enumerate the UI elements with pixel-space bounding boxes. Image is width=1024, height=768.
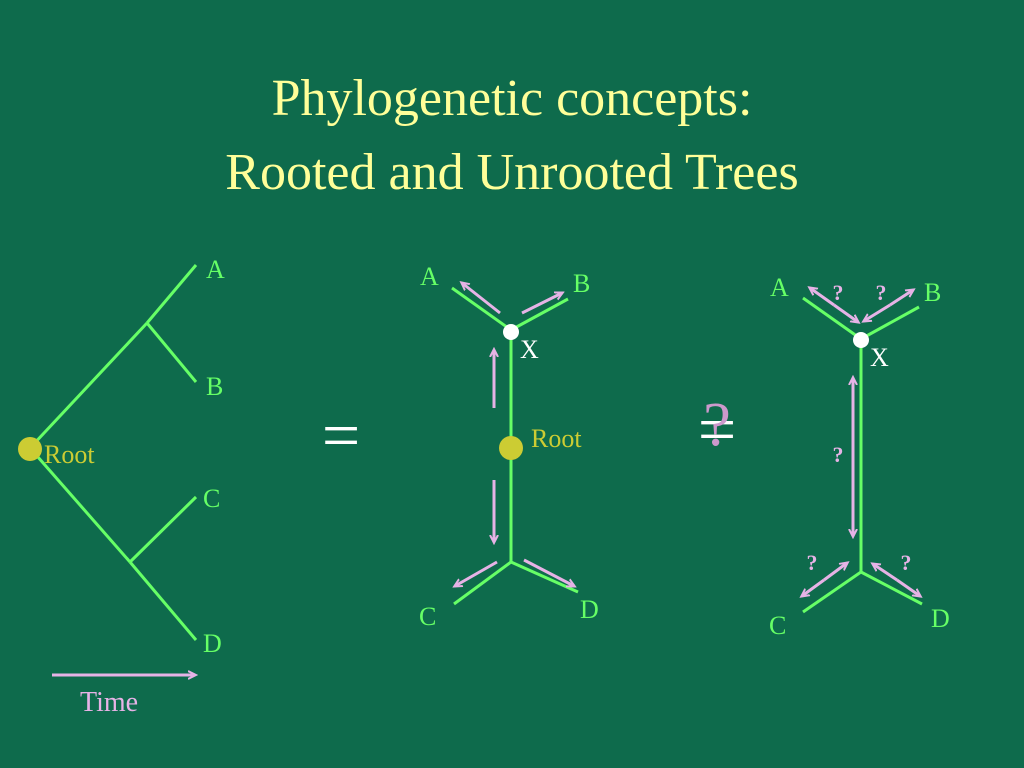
- middle-arrows: [455, 283, 574, 586]
- root-label: Root: [44, 440, 95, 469]
- not-equal-symbol: =: [698, 391, 736, 467]
- ur-node-x-label: X: [870, 343, 889, 372]
- node-x-dot: [503, 324, 519, 340]
- title-line-1: Phylogenetic concepts:: [271, 70, 753, 127]
- q-c: ?: [807, 550, 818, 575]
- ur-leaf-c: C: [769, 611, 786, 640]
- time-label: Time: [80, 687, 138, 718]
- leaf-d-label: D: [203, 629, 222, 658]
- mid-root-label: Root: [531, 424, 582, 453]
- mid-leaf-d: D: [580, 595, 599, 624]
- ur-leaf-b: B: [924, 278, 941, 307]
- q-a: ?: [833, 280, 844, 305]
- q-d: ?: [901, 550, 912, 575]
- leaf-b-label: B: [206, 372, 223, 401]
- mid-node-x-label: X: [520, 335, 539, 364]
- branch-to-d: [128, 561, 198, 641]
- branch-root-ab: [28, 321, 149, 450]
- ur-leaf-d: D: [931, 604, 950, 633]
- midpoint-root-dot: [499, 436, 523, 460]
- mid-leaf-c: C: [419, 602, 436, 631]
- ur-leaf-a: A: [770, 273, 789, 302]
- branch-to-b: [145, 322, 198, 383]
- title-line-2: Rooted and Unrooted Trees: [225, 144, 799, 201]
- unknown-markers: ? ? ? ? ?: [807, 280, 912, 575]
- q-internal: ?: [833, 442, 844, 467]
- slide-title: Phylogenetic concepts: Rooted and Unroot…: [0, 62, 1024, 210]
- q-b: ?: [876, 280, 887, 305]
- mid-leaf-b: B: [573, 269, 590, 298]
- branch-to-c: [128, 495, 198, 564]
- mid-leaf-a: A: [420, 262, 439, 291]
- leaf-c-label: C: [203, 484, 220, 513]
- unrooted-arrows: [802, 288, 920, 596]
- branch-to-a: [145, 264, 198, 324]
- unrooted-tree: [802, 296, 923, 614]
- root-dot: [18, 437, 42, 461]
- equals-symbol: =: [322, 397, 360, 473]
- unrooted-node-x-dot: [853, 332, 869, 348]
- branch-root-cd: [28, 447, 132, 563]
- question-symbol: ?: [703, 391, 731, 459]
- leaf-a-label: A: [206, 255, 225, 284]
- rooted-tree: [28, 264, 198, 641]
